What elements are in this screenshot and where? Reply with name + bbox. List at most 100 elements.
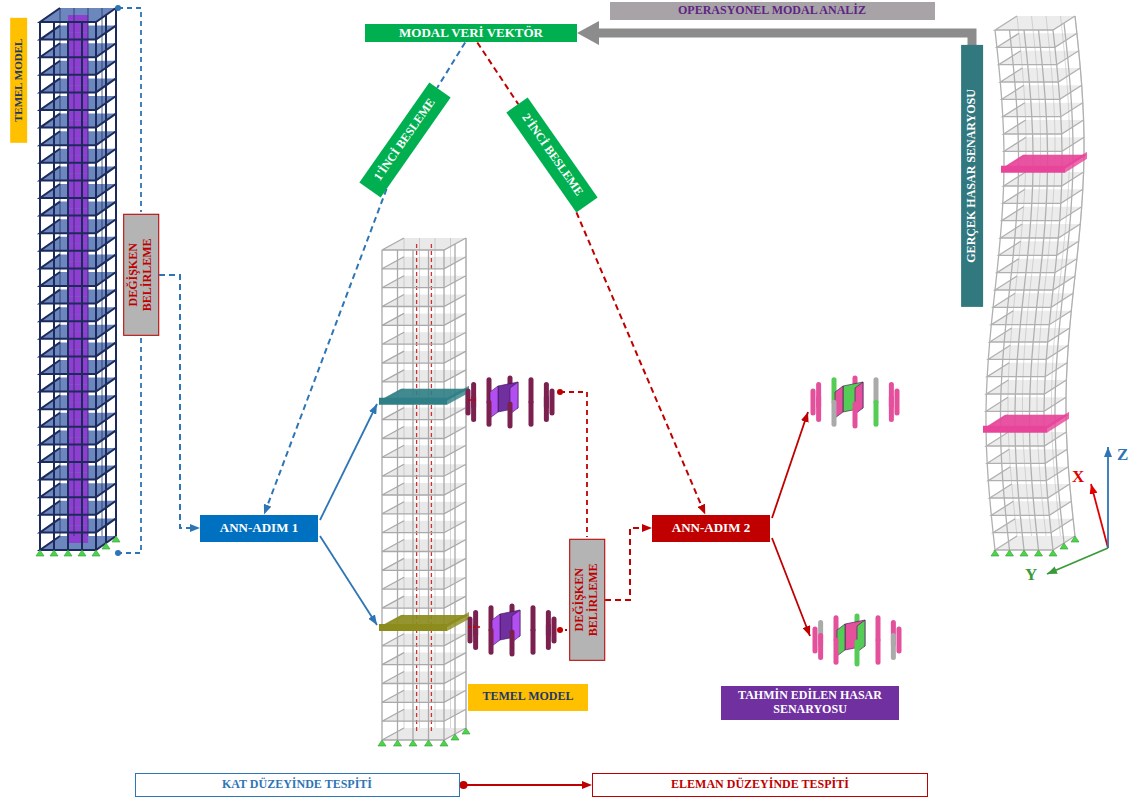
storey-elements	[531, 608, 536, 630]
vertical-tag: GERÇEK HASAR SENARYOSU	[961, 45, 983, 307]
detection-building	[382, 690, 466, 702]
base-model-building	[81, 22, 83, 550]
real-damage-building	[1003, 189, 1083, 203]
detection-building	[466, 238, 467, 728]
node-text: 1'İNCİ BESLEME	[372, 96, 439, 183]
detection-building	[382, 445, 466, 457]
real-damage-building	[1004, 120, 1084, 134]
real-damage-building	[1044, 30, 1062, 550]
predicted-elements	[891, 636, 896, 658]
base-model-building	[40, 518, 116, 532]
detection-building	[382, 295, 466, 307]
base-model-building	[68, 85, 88, 103]
base-model-building	[68, 15, 88, 33]
feed-tag: 2'İNCİ BESLEME	[506, 98, 597, 213]
bracket	[557, 627, 563, 633]
pointer-arrow	[320, 404, 1108, 636]
real-damage-building	[995, 16, 1075, 30]
predicted-elements	[834, 640, 839, 662]
connector	[159, 275, 194, 528]
detection-building	[382, 596, 466, 608]
pointer-arrow	[772, 412, 808, 518]
base-model-building	[68, 473, 88, 491]
detection-building	[382, 709, 466, 721]
bracket	[115, 5, 121, 11]
base-model-building	[40, 536, 116, 550]
axis-label: Z	[1116, 446, 1129, 463]
detection-building	[382, 370, 466, 382]
detection-building	[435, 238, 436, 728]
base-model-building	[68, 314, 88, 332]
storey-elements	[544, 398, 549, 420]
storey-elements	[508, 404, 513, 426]
detection-building	[382, 238, 466, 250]
predicted-elements	[815, 616, 899, 664]
base-model-building	[40, 466, 116, 480]
bracket	[468, 399, 478, 401]
connector	[437, 42, 465, 88]
base-model-building	[40, 342, 116, 356]
base-model-building	[112, 536, 120, 542]
base-model-building	[50, 550, 58, 556]
bracket	[118, 338, 141, 553]
detection-building	[382, 653, 466, 665]
detection-building	[425, 740, 433, 746]
detection-building	[382, 596, 466, 608]
real-damage-building	[986, 380, 1066, 394]
bracket	[115, 5, 587, 633]
detection-building	[382, 483, 466, 495]
real-damage-building	[988, 467, 1068, 481]
bracket	[115, 550, 121, 556]
predicted-elements	[818, 636, 823, 658]
real-damage-building	[1065, 152, 1087, 173]
real-damage-building	[986, 397, 1066, 411]
detection-building	[440, 740, 448, 746]
detection-building	[382, 483, 466, 495]
detection-building	[382, 540, 466, 552]
detection-building	[378, 238, 470, 746]
base-model-building	[40, 166, 116, 180]
base-model-building	[68, 349, 88, 367]
process-box: ANN-ADIM 1	[200, 515, 318, 542]
detection-building	[382, 313, 466, 325]
node-text: ANN-ADIM 1	[220, 521, 298, 536]
detection-building	[419, 238, 420, 728]
base-model-building	[39, 22, 41, 550]
storey-elements	[531, 630, 536, 652]
base-model-building	[68, 490, 88, 508]
base-model-building	[40, 202, 116, 216]
detection-building	[382, 427, 466, 439]
base-model-building	[95, 22, 97, 550]
storey-elements	[468, 619, 473, 641]
node-text: TAHMİN EDİLEN HASAR SENARYOSU	[725, 689, 895, 717]
real-damage-building	[983, 16, 1087, 556]
pointer-arrow	[320, 404, 377, 520]
pointer-arrow	[1047, 548, 1108, 574]
base-model-building	[40, 26, 116, 40]
base-model-building	[40, 131, 116, 145]
real-damage-building	[986, 432, 1066, 446]
real-damage-building	[1047, 412, 1069, 433]
node-text: 2'İNCİ BESLEME	[519, 111, 586, 198]
base-model-building	[40, 501, 116, 515]
detection-building	[379, 398, 447, 405]
base-model-building	[68, 385, 88, 403]
pointer-arrow	[1107, 447, 1109, 548]
storey-elements	[487, 402, 492, 424]
axis-label: X	[1071, 468, 1085, 485]
base-model-building	[40, 184, 116, 198]
base-model-building	[40, 8, 116, 22]
detection-building	[451, 734, 459, 740]
real-damage-building	[986, 397, 1066, 411]
connector	[460, 784, 587, 786]
base-model-building	[68, 367, 88, 385]
base-model-building	[92, 550, 100, 556]
real-damage-building	[986, 30, 1004, 550]
base-model-building	[68, 138, 88, 156]
process-box: ANN-ADIM 2	[652, 515, 770, 542]
base-model-building	[40, 219, 116, 233]
base-model-building	[40, 114, 116, 128]
base-model-building	[68, 261, 88, 279]
pointer-arrow	[1091, 484, 1108, 548]
